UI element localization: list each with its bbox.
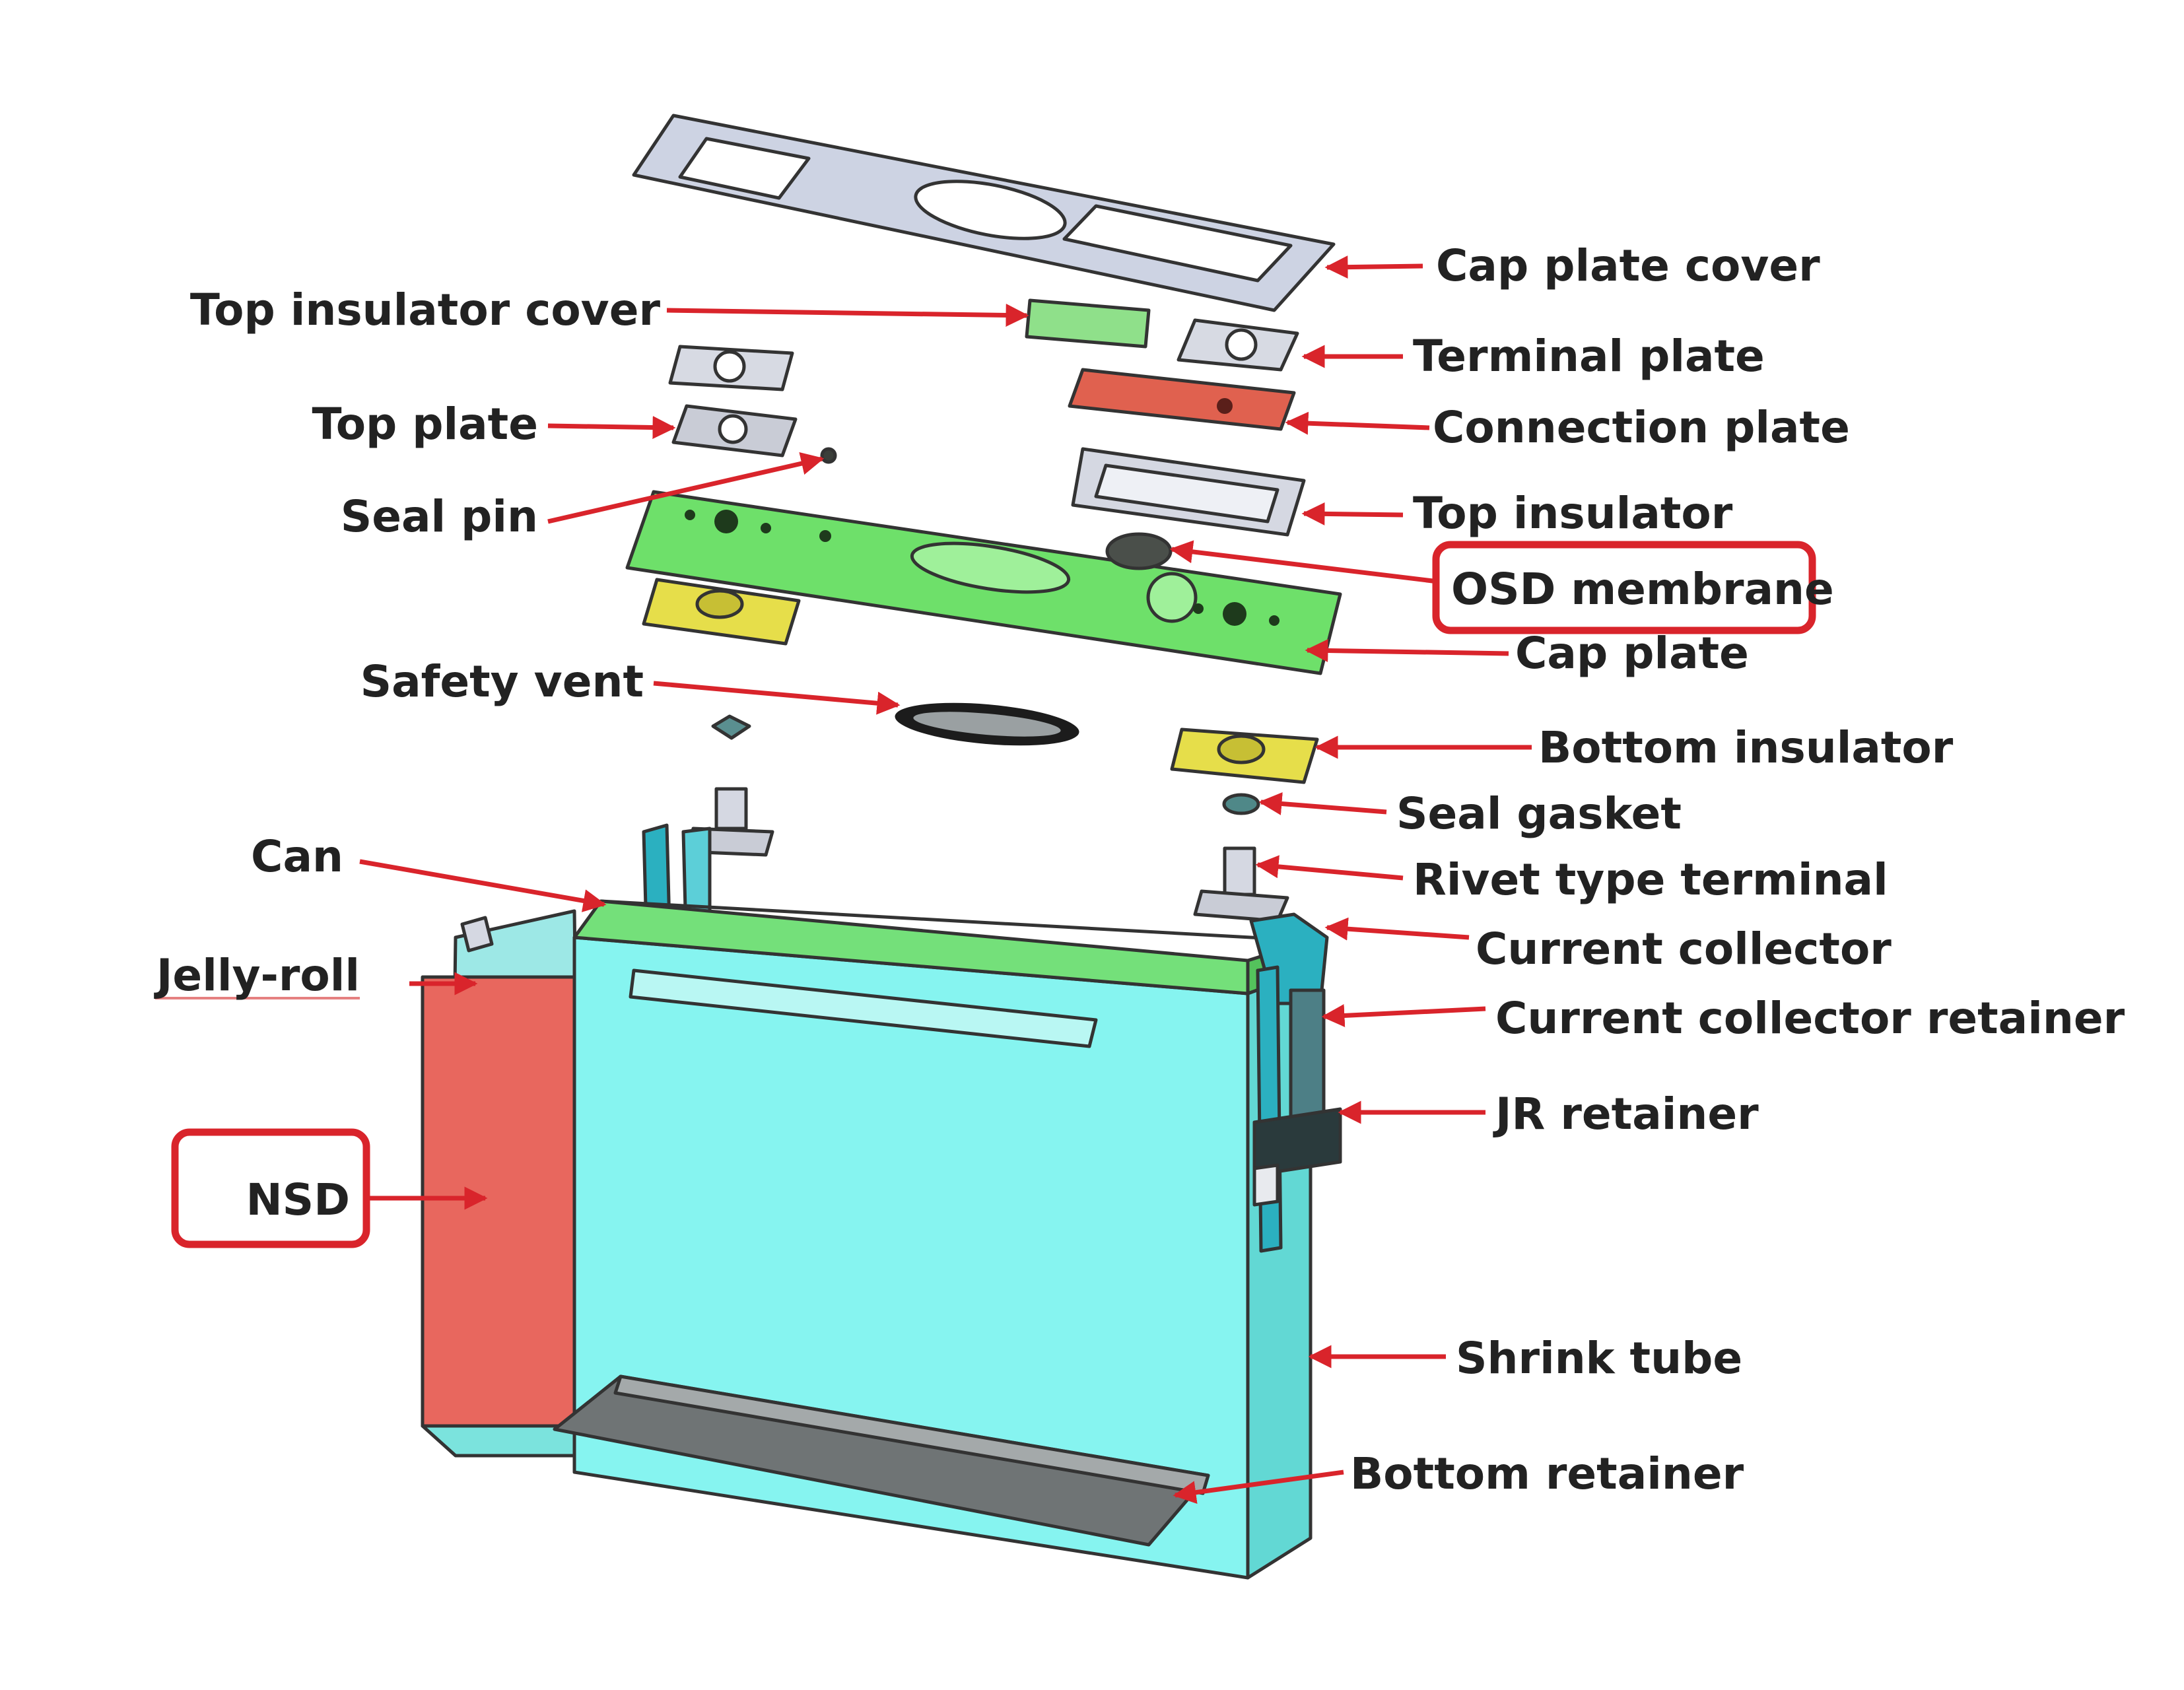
nsd-highlight-box <box>171 1128 370 1248</box>
top-insulator-cover-part <box>1025 298 1151 349</box>
leader-rivet-type-terminal <box>1255 855 1404 881</box>
current-collector-retainer-part <box>1289 988 1326 1124</box>
safety-vent-part <box>895 702 1079 746</box>
label-connection-plate: Connection plate <box>1433 402 1850 453</box>
label-seal-pin: Seal pin <box>341 491 538 542</box>
label-can: Can <box>251 831 343 882</box>
leader-osd-membrane <box>1169 540 1433 584</box>
label-cap-plate: Cap plate <box>1515 628 1749 679</box>
label-jelly-roll: Jelly-roll <box>154 950 360 1001</box>
leader-connection-plate <box>1285 411 1430 435</box>
leader-top-insulator <box>1301 502 1404 525</box>
nsd-part <box>421 975 576 1428</box>
bottom-insulator-left-part <box>642 578 801 646</box>
part-labels: Cap plate cover Top insulator cover Term… <box>154 240 2125 1499</box>
label-shrink-tube: Shrink tube <box>1456 1333 1742 1384</box>
leader-safety-vent <box>653 681 901 715</box>
top-insulator-part <box>1071 447 1306 537</box>
cap-plate-cover-part <box>632 114 1336 312</box>
label-rivet-type-terminal: Rivet type terminal <box>1413 854 1888 905</box>
label-jr-retainer: JR retainer <box>1493 1089 1759 1139</box>
terminal-plate-left-part <box>668 345 794 391</box>
label-current-collector-retainer: Current collector retainer <box>1495 993 2125 1044</box>
leader-current-collector-retainer <box>1321 1003 1486 1027</box>
label-nsd: NSD <box>246 1174 350 1225</box>
leader-bottom-retainer <box>1173 1470 1344 1504</box>
label-bottom-retainer: Bottom retainer <box>1350 1448 1744 1499</box>
osd-membrane-part <box>1105 532 1173 570</box>
leader-top-plate <box>547 416 676 440</box>
label-top-insulator: Top insulator <box>1413 488 1733 539</box>
label-cap-plate-cover: Cap plate cover <box>1436 240 1820 291</box>
leader-top-insulator-cover <box>666 304 1029 327</box>
leader-lines <box>359 255 1532 1504</box>
label-top-plate: Top plate <box>312 399 538 450</box>
terminal-plate-right-part <box>1177 318 1299 372</box>
leader-seal-gasket <box>1258 792 1387 815</box>
osd-membrane-highlight-box <box>1432 541 1816 634</box>
seal-pin-part <box>820 447 837 464</box>
label-current-collector: Current collector <box>1476 924 1892 974</box>
label-top-insulator-cover: Top insulator cover <box>190 285 661 335</box>
bottom-retainer-part <box>553 1374 1210 1547</box>
leader-can <box>359 859 607 912</box>
connection-plate-part <box>1068 368 1296 431</box>
label-seal-gasket: Seal gasket <box>1396 788 1682 839</box>
top-plate-part <box>671 404 798 457</box>
bottom-insulator-right-part <box>1170 727 1319 784</box>
leader-cap-plate-cover <box>1324 255 1423 279</box>
label-safety-vent: Safety vent <box>360 656 644 707</box>
label-bottom-insulator: Bottom insulator <box>1538 722 1954 773</box>
rivet-terminal-part <box>1193 846 1289 923</box>
leader-seal-pin <box>547 452 825 524</box>
label-osd-membrane: OSD membrane <box>1451 564 1834 615</box>
cap-plate-part <box>625 490 1342 675</box>
leader-cap-plate <box>1305 639 1509 663</box>
seal-gasket-left-part <box>711 714 751 740</box>
seal-gasket-part <box>1222 793 1260 815</box>
leader-current-collector <box>1324 917 1470 941</box>
label-terminal-plate: Terminal plate <box>1413 331 1765 382</box>
jr-retainer-part <box>1252 1107 1342 1207</box>
